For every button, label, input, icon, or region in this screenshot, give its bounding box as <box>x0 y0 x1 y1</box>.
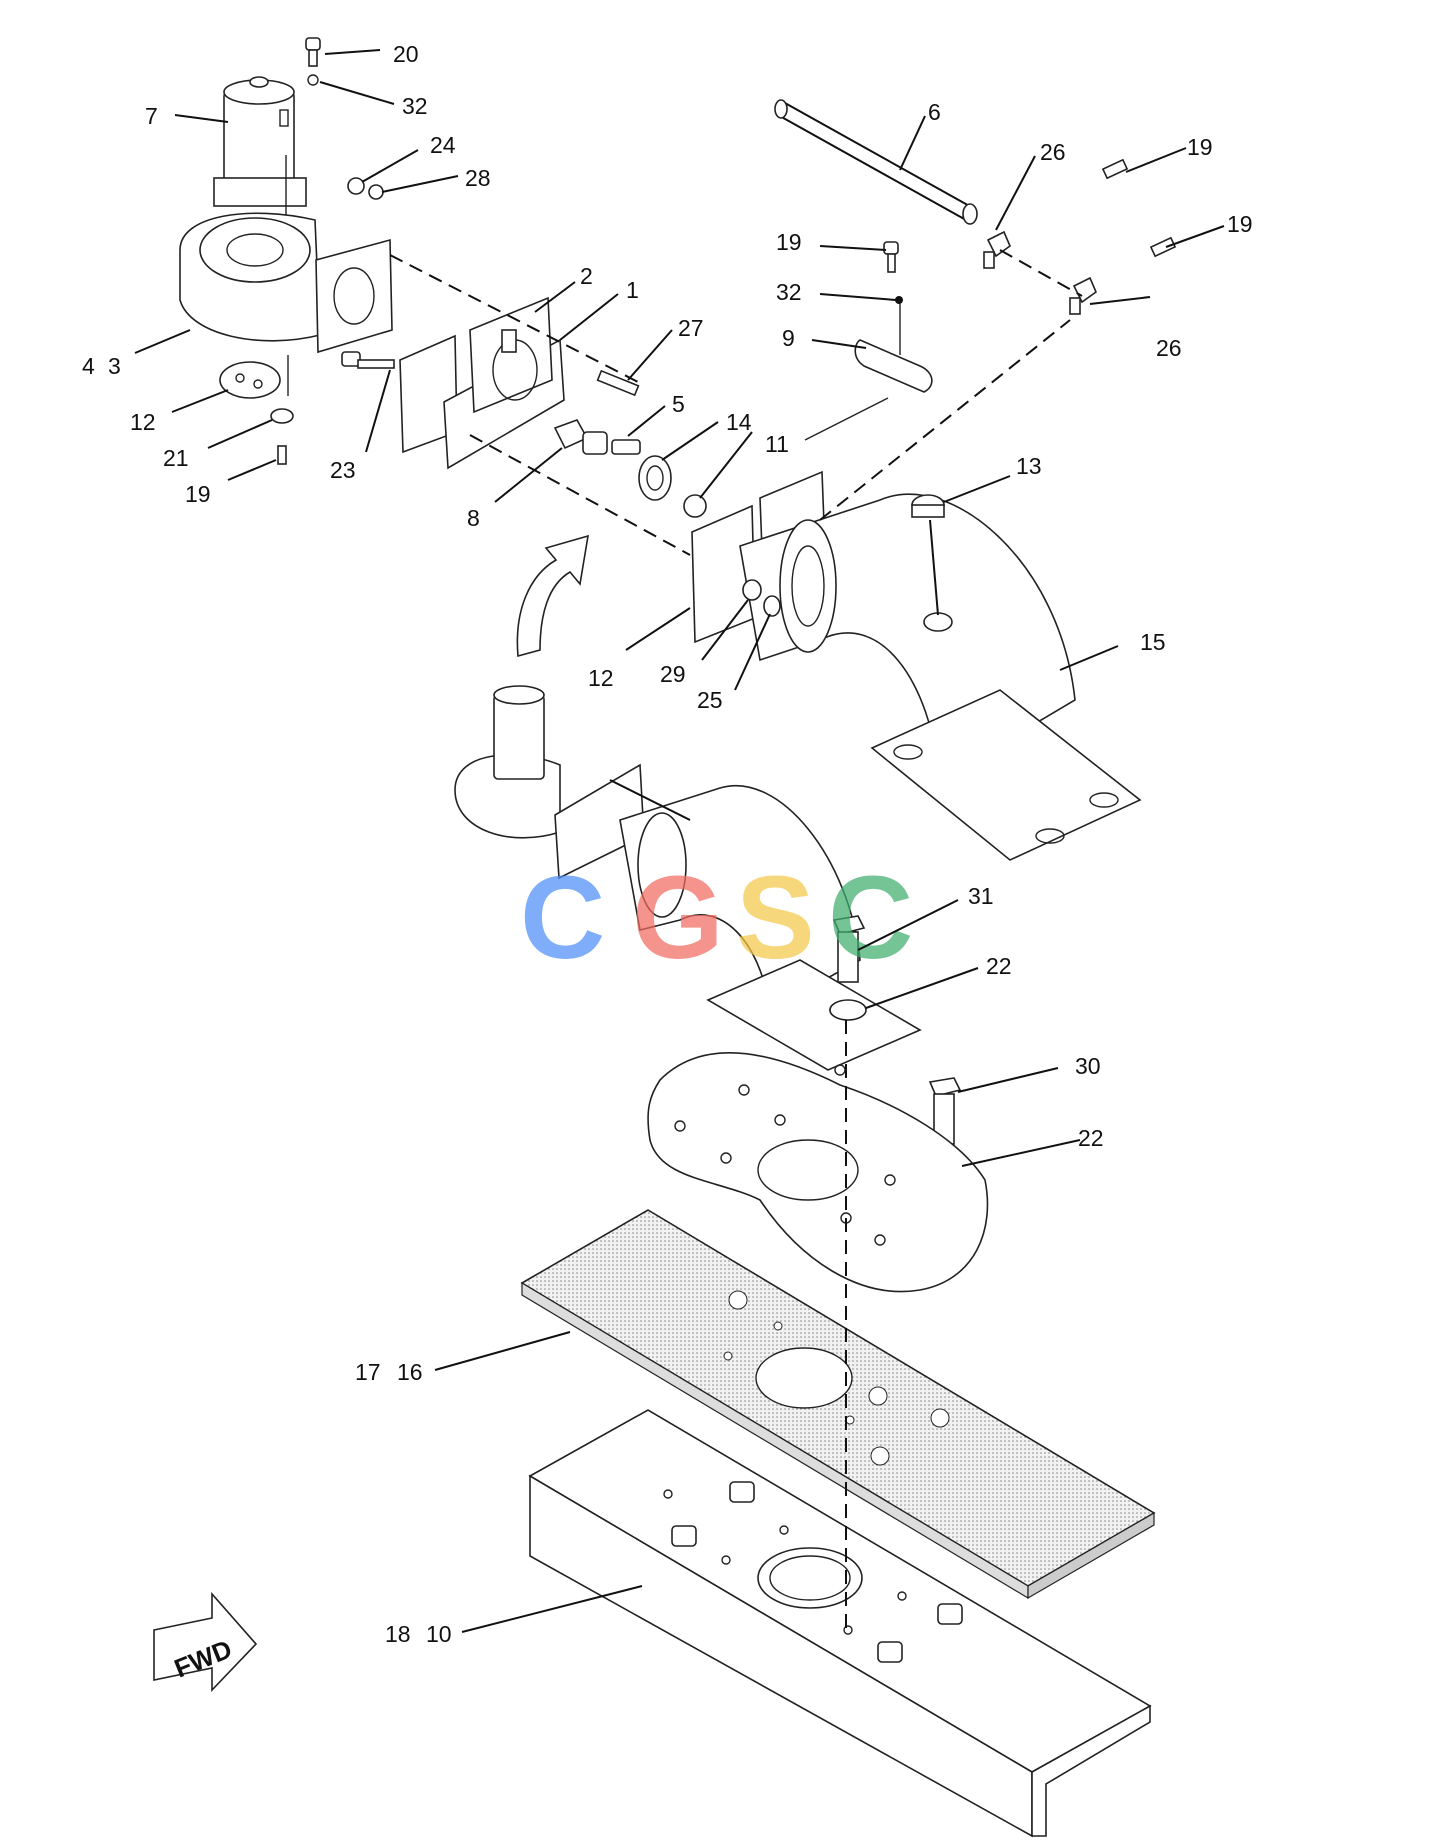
mounting-plate <box>647 1052 989 1293</box>
callout-label: 26 <box>1156 335 1182 361</box>
callout-label: 8 <box>467 505 480 531</box>
channel-base <box>528 1409 1152 1838</box>
callout-label: 15 <box>1140 629 1166 655</box>
callout-label: 19 <box>1227 211 1253 237</box>
callout-label: 4 <box>82 353 95 379</box>
callout-label: 13 <box>1016 453 1042 479</box>
callout-label: 28 <box>465 165 491 191</box>
callouts: 20 32 7 24 28 4 3 12 21 19 23 2 1 27 5 1… <box>82 41 1253 1647</box>
callout-label: 29 <box>660 661 686 687</box>
callout-label: 23 <box>330 457 356 483</box>
fwd-arrow: FWD <box>153 1591 258 1692</box>
callout-label: 12 <box>130 409 156 435</box>
callout-label: 22 <box>1078 1125 1104 1151</box>
fittings <box>389 254 707 556</box>
callout-label: 14 <box>726 409 752 435</box>
exhaust-elbow-assembly <box>691 99 1177 861</box>
callout-label: 19 <box>1187 134 1213 160</box>
watermark-letter: C <box>828 852 913 984</box>
callout-label: 17 <box>355 1359 381 1385</box>
watermark-letter: S <box>736 852 815 984</box>
motor-fan-assembly <box>179 37 395 465</box>
callout-label: 3 <box>108 353 121 379</box>
callout-label: 10 <box>426 1621 452 1647</box>
callout-label: 26 <box>1040 139 1066 165</box>
callout-label: 2 <box>580 263 593 289</box>
gasket-slab <box>520 1209 1156 1600</box>
callout-label: 12 <box>588 665 614 691</box>
callout-label: 1 <box>626 277 639 303</box>
assembled-view <box>454 685 922 1071</box>
callout-label: 24 <box>430 132 456 158</box>
callout-label: 32 <box>776 279 802 305</box>
callout-label: 5 <box>672 391 685 417</box>
callout-label: 19 <box>776 229 802 255</box>
callout-label: 9 <box>782 325 795 351</box>
callout-label: 6 <box>928 99 941 125</box>
callout-label: 20 <box>393 41 419 67</box>
watermark: C G S C <box>520 852 913 984</box>
callout-label: 22 <box>986 953 1012 979</box>
callout-label: 18 <box>385 1621 411 1647</box>
callout-label: 19 <box>185 481 211 507</box>
orientation-arrow <box>516 534 589 658</box>
callout-label: 27 <box>678 315 704 341</box>
callout-label: 31 <box>968 883 994 909</box>
gasket-plates <box>399 296 565 470</box>
callout-label: 32 <box>402 93 428 119</box>
leader-lines <box>134 49 1225 1633</box>
watermark-letter: G <box>632 852 724 984</box>
callout-label: 30 <box>1075 1053 1101 1079</box>
watermark-letter: C <box>520 852 605 984</box>
callout-label: 7 <box>145 103 158 129</box>
callout-label: 21 <box>163 445 189 471</box>
callout-label: 16 <box>397 1359 423 1385</box>
callout-label: 25 <box>697 687 723 713</box>
callout-label: 11 <box>765 431 789 457</box>
